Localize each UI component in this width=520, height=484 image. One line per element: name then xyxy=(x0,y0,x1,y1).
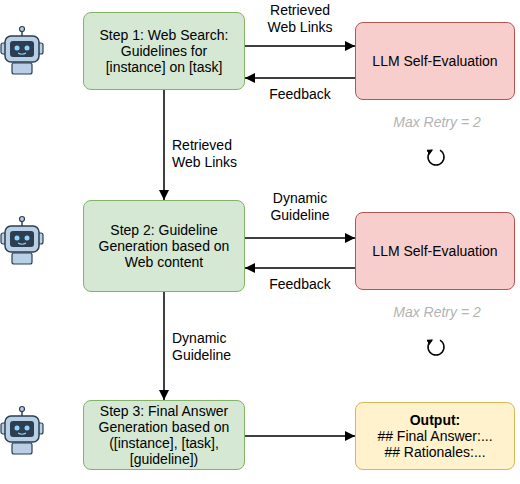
flow-arrow xyxy=(163,292,165,400)
retry-note: Max Retry = 2 xyxy=(378,304,496,320)
retry-icon xyxy=(428,340,444,355)
node-text: LLM Self-Evaluation xyxy=(372,243,497,259)
flow-arrow xyxy=(163,90,165,200)
retry-note: Max Retry = 2 xyxy=(378,114,496,130)
process-box: Step 3: Final Answer Generation based on… xyxy=(83,400,245,470)
node-text: Step 1: Web Search: Guidelines for [inst… xyxy=(90,27,238,75)
node-text: ## Rationales:... xyxy=(384,444,485,460)
edge-label: Retrieved Web Links xyxy=(172,137,262,171)
flow-arrow xyxy=(245,237,355,239)
flow-arrow xyxy=(245,435,355,437)
edge-label: Feedback xyxy=(255,86,345,103)
node-text: Step 3: Final Answer Generation based on… xyxy=(90,403,238,467)
flow-arrow xyxy=(245,267,355,269)
process-box: Step 2: Guideline Generation based on We… xyxy=(83,200,245,292)
node-text: Output: xyxy=(410,412,461,428)
flow-arrow xyxy=(245,45,355,47)
edge-label: Dynamic Guideline xyxy=(172,330,262,364)
edge-label: Feedback xyxy=(255,276,345,293)
robot-icon xyxy=(1,217,43,265)
edge-label: Retrieved Web Links xyxy=(255,2,345,36)
flow-arrow xyxy=(245,77,355,79)
node-text: LLM Self-Evaluation xyxy=(372,53,497,69)
process-box: Step 1: Web Search: Guidelines for [inst… xyxy=(83,12,245,90)
output-box: Output:## Final Answer:...## Rationales:… xyxy=(355,402,515,470)
evaluation-box: LLM Self-Evaluation xyxy=(355,22,515,100)
evaluation-box: LLM Self-Evaluation xyxy=(355,212,515,290)
robot-icon xyxy=(1,27,43,75)
node-text: ## Final Answer:... xyxy=(377,428,492,444)
node-text: Step 2: Guideline Generation based on We… xyxy=(90,222,238,270)
robot-icon xyxy=(1,407,43,455)
edge-label: Dynamic Guideline xyxy=(255,190,345,224)
retry-icon xyxy=(428,150,444,165)
